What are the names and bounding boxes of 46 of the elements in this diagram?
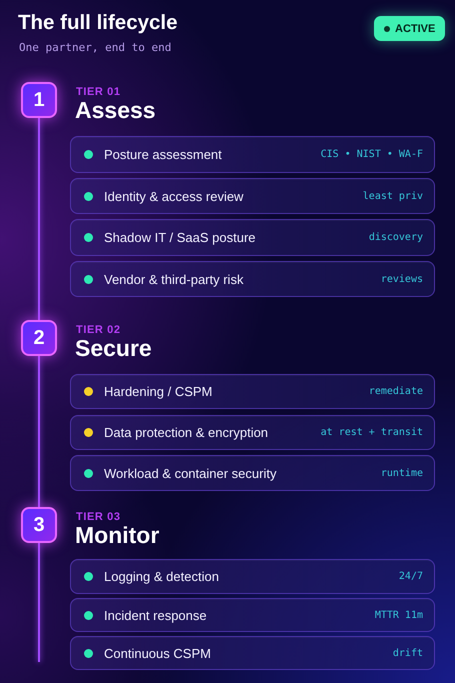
service-row	[70, 219, 435, 256]
service-row	[70, 455, 435, 491]
service-tag: reviews	[372, 274, 423, 284]
tier-heading: Secure	[75, 335, 152, 361]
tier-label: TIER 03	[76, 511, 121, 524]
service-tag: drift	[384, 648, 423, 658]
service-name: Workload & container security	[104, 466, 276, 480]
service-tag: least priv	[354, 190, 423, 202]
diagram-title: The full lifecycle	[18, 10, 178, 36]
status-text: ACTIVE	[395, 22, 436, 34]
timeline-line	[38, 118, 40, 320]
service-name: Identity & access review	[104, 188, 244, 204]
service-tag: remediate	[360, 386, 423, 397]
tier-number-badge: 3	[21, 507, 57, 543]
service-row	[70, 598, 435, 632]
service-tag: at rest + transit	[312, 427, 423, 438]
service-name: Logging & detection	[104, 569, 219, 584]
service-tag: 24/7	[390, 571, 423, 582]
tier-number-badge: 2	[21, 320, 57, 356]
subtitle: One partner, end to end	[19, 41, 172, 55]
timeline-line	[38, 356, 40, 507]
status-badge	[374, 16, 445, 41]
service-name: Hardening / CSPM	[104, 384, 212, 399]
service-row	[70, 374, 435, 409]
service-tag: CIS • NIST • WA-F	[312, 149, 423, 160]
service-row	[70, 415, 435, 450]
service-row	[70, 136, 435, 173]
service-row	[70, 559, 435, 594]
service-name: Posture assessment	[104, 147, 222, 162]
tier-label: TIER 02	[76, 324, 121, 337]
timeline-line	[38, 543, 40, 662]
tier-heading: Assess	[75, 97, 156, 123]
service-name: Data protection & encryption	[104, 425, 268, 440]
service-name: Incident response	[104, 608, 207, 622]
tier-label: TIER 01	[76, 86, 121, 99]
service-name: Continuous CSPM	[104, 646, 211, 660]
service-name: Vendor & third-party risk	[104, 272, 244, 286]
service-tag: runtime	[372, 468, 423, 478]
service-row	[70, 261, 435, 297]
tier-number-badge: 1	[21, 82, 57, 118]
service-tag: discovery	[360, 232, 423, 243]
service-tag: MTTR 11m	[366, 610, 423, 620]
service-row	[70, 636, 435, 670]
tier-heading: Monitor	[75, 522, 160, 548]
service-name: Shadow IT / SaaS posture	[104, 230, 256, 245]
service-row	[70, 178, 435, 214]
